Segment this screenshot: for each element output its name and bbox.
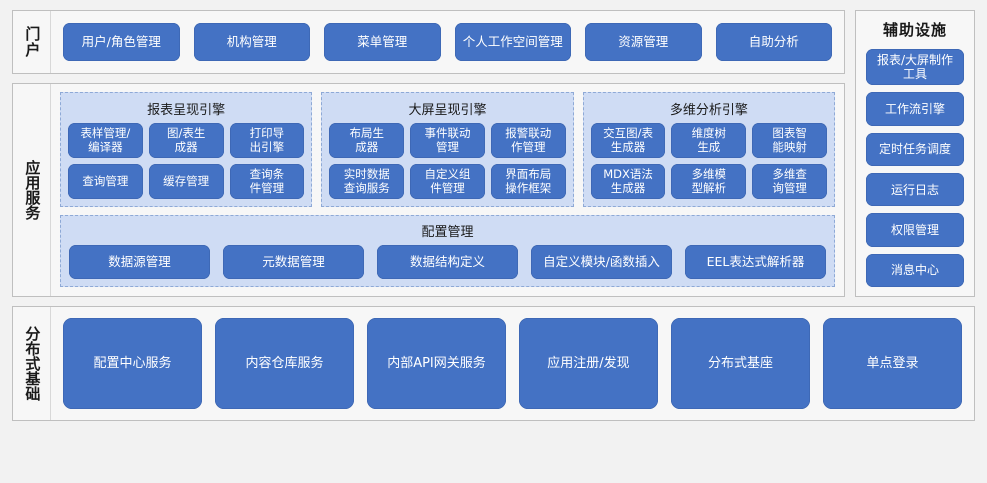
aux-item-message-center[interactable]: 消息中心 <box>866 253 964 288</box>
dist-item-app-registry-discovery[interactable]: 应用注册/发现 <box>519 318 658 410</box>
multidim-analysis-engine-title: 多维分析引擎 <box>669 103 748 118</box>
config-item-eel-expression-parser[interactable]: EEL表达式解析器 <box>685 245 826 280</box>
engine-item-alarm-action-management[interactable]: 报警联动 作管理 <box>490 123 566 159</box>
aux-item-runtime-log[interactable]: 运行日志 <box>866 173 964 207</box>
bigscreen-rendering-engine-panel: 大屏呈现引擎 布局生 成器 事件联动 管理 报警联动 作管理 实时数据 查询服务… <box>321 92 574 208</box>
auxiliary-facilities-section: 辅助设施 报表/大屏制作工具 工作流引擎 定时任务调度 运行日志 权限管理 消息… <box>855 10 975 298</box>
report-rendering-engine-panel: 报表呈现引擎 表样管理/ 编译器 图/表生 成器 打印导 出引擎 查询管理 缓存… <box>60 92 313 208</box>
portal-item-self-service[interactable]: 自助分析 <box>715 23 832 61</box>
engine-item-multidim-query-management[interactable]: 多维查 询管理 <box>752 164 827 200</box>
engine-item-query-condition-management[interactable]: 查询条 件管理 <box>229 164 305 200</box>
dist-item-internal-api-gateway-service[interactable]: 内部API网关服务 <box>367 318 506 410</box>
portal-item-org[interactable]: 机构管理 <box>193 23 310 61</box>
multidim-analysis-engine-panel: 多维分析引擎 交互图/表 生成器 维度树 生成 图表智 能映射 MDX语法 生成… <box>582 92 835 208</box>
portal-section: 门户 用户/角色管理 机构管理 菜单管理 个人工作空间管理 资源管理 自助分析 <box>12 10 845 74</box>
engine-item-layout-generator[interactable]: 布局生 成器 <box>329 123 405 159</box>
aux-item-report-bigscreen-authoring-tool[interactable]: 报表/大屏制作工具 <box>866 49 964 86</box>
application-services-body: 报表呈现引擎 表样管理/ 编译器 图/表生 成器 打印导 出引擎 查询管理 缓存… <box>51 84 844 296</box>
report-rendering-engine-items: 表样管理/ 编译器 图/表生 成器 打印导 出引擎 查询管理 缓存管理 查询条 … <box>68 123 305 200</box>
distributed-foundation-label-text: 分布式基础 <box>23 326 42 402</box>
portal-item-menu[interactable]: 菜单管理 <box>324 23 441 61</box>
multidim-analysis-engine-items: 交互图/表 生成器 维度树 生成 图表智 能映射 MDX语法 生成器 多维模 型… <box>590 123 827 200</box>
engine-item-mdx-syntax-generator[interactable]: MDX语法 生成器 <box>590 164 666 200</box>
engine-item-table-template-editor[interactable]: 表样管理/ 编译器 <box>68 123 143 159</box>
engine-item-chart-smart-mapping[interactable]: 图表智 能映射 <box>752 123 827 159</box>
auxiliary-facilities-title: 辅助设施 <box>882 21 947 39</box>
dist-item-distributed-base[interactable]: 分布式基座 <box>671 318 810 410</box>
engine-item-dimension-tree-generation[interactable]: 维度树 生成 <box>671 123 747 159</box>
config-item-data-structure-definition[interactable]: 数据结构定义 <box>377 245 518 280</box>
application-services-label-text: 应用服务 <box>23 160 42 221</box>
engine-item-multidim-model-parsing[interactable]: 多维模 型解析 <box>671 164 747 200</box>
configuration-management-panel: 配置管理 数据源管理 元数据管理 数据结构定义 自定义模块/函数插入 EEL表达… <box>60 215 835 288</box>
upper-region: 门户 用户/角色管理 机构管理 菜单管理 个人工作空间管理 资源管理 自助分析 … <box>12 10 975 298</box>
configuration-management-title: 配置管理 <box>421 225 474 241</box>
dist-item-single-sign-on[interactable]: 单点登录 <box>823 318 962 410</box>
engine-item-ui-layout-framework[interactable]: 界面布局 操作框架 <box>490 164 566 200</box>
report-rendering-engine-title: 报表呈现引擎 <box>147 103 226 118</box>
engine-item-realtime-data-query-service[interactable]: 实时数据 查询服务 <box>329 164 405 200</box>
dist-item-config-center-service[interactable]: 配置中心服务 <box>63 318 202 410</box>
engine-item-event-linkage-management[interactable]: 事件联动 管理 <box>410 123 485 159</box>
portal-item-workspace[interactable]: 个人工作空间管理 <box>454 23 571 61</box>
left-column: 门户 用户/角色管理 机构管理 菜单管理 个人工作空间管理 资源管理 自助分析 … <box>12 10 845 298</box>
aux-item-scheduled-task-scheduler[interactable]: 定时任务调度 <box>866 132 964 167</box>
portal-items: 用户/角色管理 机构管理 菜单管理 个人工作空间管理 资源管理 自助分析 <box>51 11 844 73</box>
portal-item-user-role[interactable]: 用户/角色管理 <box>63 23 180 61</box>
application-services-section: 应用服务 报表呈现引擎 表样管理/ 编译器 图/表生 成器 打印导 出引擎 查询… <box>12 83 845 298</box>
configuration-management-items: 数据源管理 元数据管理 数据结构定义 自定义模块/函数插入 EEL表达式解析器 <box>69 245 826 280</box>
distributed-foundation-items: 配置中心服务 内容仓库服务 内部API网关服务 应用注册/发现 分布式基座 单点… <box>51 307 974 420</box>
bigscreen-rendering-engine-items: 布局生 成器 事件联动 管理 报警联动 作管理 实时数据 查询服务 自定义组 件… <box>329 123 566 200</box>
application-services-label: 应用服务 <box>13 84 51 297</box>
portal-label-text: 门户 <box>23 26 42 58</box>
aux-item-permission-management[interactable]: 权限管理 <box>866 213 964 247</box>
engine-item-chart-table-generator[interactable]: 图/表生 成器 <box>148 123 224 159</box>
distributed-foundation-label: 分布式基础 <box>13 307 51 421</box>
config-item-metadata-management[interactable]: 元数据管理 <box>223 245 364 280</box>
portal-section-label: 门户 <box>13 11 51 73</box>
portal-item-resource[interactable]: 资源管理 <box>585 23 702 61</box>
bigscreen-rendering-engine-title: 大屏呈现引擎 <box>408 103 487 118</box>
engine-item-interactive-chart-generator[interactable]: 交互图/表 生成器 <box>590 123 666 159</box>
engine-item-print-export-engine[interactable]: 打印导 出引擎 <box>229 123 305 159</box>
aux-item-workflow-engine[interactable]: 工作流引擎 <box>866 92 964 126</box>
config-item-custom-module-function-insert[interactable]: 自定义模块/函数插入 <box>531 245 672 280</box>
distributed-foundation-section: 分布式基础 配置中心服务 内容仓库服务 内部API网关服务 应用注册/发现 分布… <box>12 306 975 422</box>
engine-item-cache-management[interactable]: 缓存管理 <box>148 164 224 200</box>
dist-item-content-repository-service[interactable]: 内容仓库服务 <box>215 318 354 410</box>
engine-item-custom-component-management[interactable]: 自定义组 件管理 <box>410 164 485 200</box>
config-item-datasource-management[interactable]: 数据源管理 <box>69 245 210 280</box>
engines-row: 报表呈现引擎 表样管理/ 编译器 图/表生 成器 打印导 出引擎 查询管理 缓存… <box>60 92 835 208</box>
engine-item-query-management[interactable]: 查询管理 <box>68 164 143 200</box>
